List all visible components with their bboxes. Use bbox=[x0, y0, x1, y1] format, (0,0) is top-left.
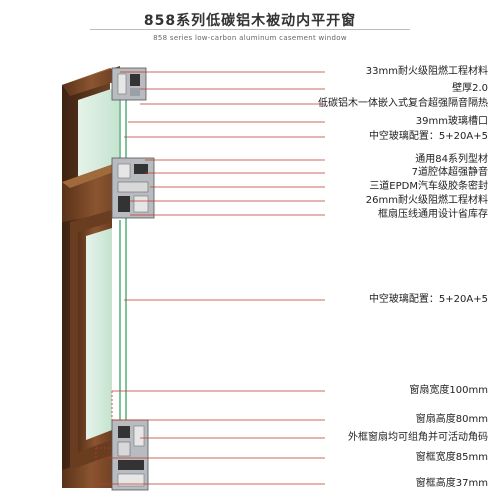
aluminum-profile-middle bbox=[111, 157, 155, 219]
callout-label: 三道EPDM汽车级胶条密封 bbox=[369, 181, 488, 192]
callout-label: 26mm耐火级阻燃工程材料 bbox=[365, 195, 488, 206]
aluminum-profile-top bbox=[111, 67, 147, 101]
callout-label: 外框窗扇均可组角并可活动角码 bbox=[348, 432, 488, 443]
callout-label: 窗框宽度85mm bbox=[415, 452, 488, 463]
callout-label: 33mm耐火级阻燃工程材料 bbox=[365, 66, 488, 77]
leader-lines bbox=[96, 71, 325, 485]
lower-sash bbox=[70, 210, 127, 470]
callout-label: 39mm玻璃槽口 bbox=[415, 116, 488, 127]
callout-label: 窗扇高度80mm bbox=[415, 414, 488, 425]
callout-label: 中空玻璃配置：5+20A+5 bbox=[368, 131, 488, 142]
callout-label: 低碳铝木一体嵌入式复合超强隔音隔热 bbox=[318, 98, 488, 109]
callout-label: 中空玻璃配置：5+20A+5 bbox=[368, 294, 488, 305]
page-title: 858系列低碳铝木被动内平开窗 bbox=[143, 13, 357, 29]
aluminum-profile-bottom bbox=[111, 419, 149, 491]
title-divider bbox=[90, 29, 410, 30]
callout-label: 窗扇宽度100mm bbox=[409, 385, 488, 396]
page-subtitle: 858 series low-carbon aluminum casement … bbox=[153, 34, 347, 42]
callout-label: 7道腔体超强静音 bbox=[411, 167, 488, 178]
callout-label: 窗框高度37mm bbox=[415, 478, 488, 489]
callout-label: 通用84系列型材 bbox=[415, 154, 488, 165]
dimension-markers bbox=[95, 391, 113, 484]
callout-label: 框扇压线通用设计省库存 bbox=[378, 209, 488, 220]
callout-label: 壁厚2.0 bbox=[452, 83, 488, 94]
